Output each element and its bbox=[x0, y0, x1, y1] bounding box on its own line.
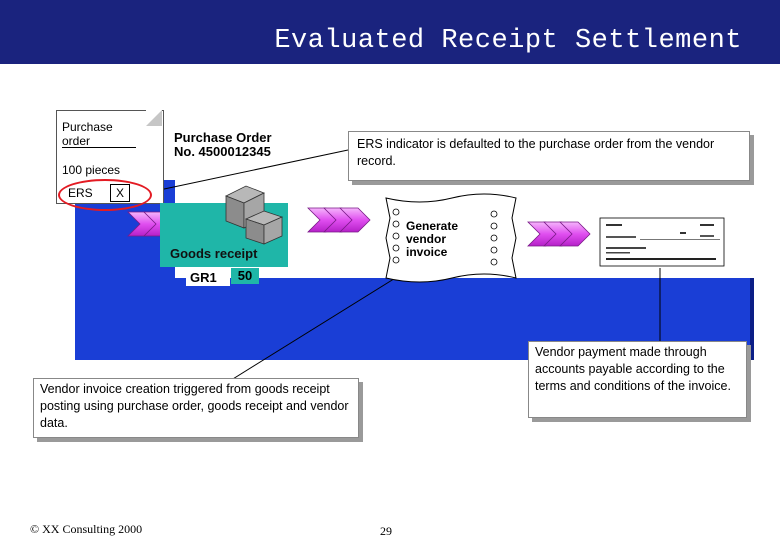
slide-title: Evaluated Receipt Settlement bbox=[274, 26, 742, 56]
generate-invoice-line3: invoice bbox=[406, 245, 448, 259]
callout-line-invoice bbox=[227, 271, 406, 383]
purchase-order-quantity: 100 pieces bbox=[62, 163, 121, 177]
purchase-order-number: Purchase Order No. 4500012345 bbox=[174, 131, 272, 159]
invoice-paper-icon bbox=[385, 193, 517, 283]
copyright-footer: © XX Consulting 2000 bbox=[30, 522, 143, 536]
po-number-line2: No. 4500012345 bbox=[174, 144, 271, 159]
po-number-line1: Purchase Order bbox=[174, 130, 272, 145]
page-number: 29 bbox=[380, 524, 392, 538]
goods-receipt-quantity: 50 bbox=[231, 268, 259, 284]
flow-arrows-3 bbox=[527, 221, 591, 247]
generate-invoice-label: Generate vendor invoice bbox=[406, 220, 458, 259]
purchase-order-label: Purchase order bbox=[62, 120, 113, 148]
purchase-order-underline bbox=[62, 147, 136, 148]
title-bar bbox=[0, 0, 780, 64]
document-fold-corner bbox=[146, 110, 162, 126]
callout-invoice-trigger: Vendor invoice creation triggered from g… bbox=[33, 378, 359, 438]
goods-receipt-doc-id: GR1 bbox=[186, 270, 230, 286]
generate-invoice-line2: vendor bbox=[406, 232, 447, 246]
payment-check-icon bbox=[599, 217, 725, 267]
callout-ers-default: ERS indicator is defaulted to the purcha… bbox=[348, 131, 750, 181]
generate-invoice-line1: Generate bbox=[406, 219, 459, 233]
callout-line-ers bbox=[149, 149, 349, 193]
process-band-shadow bbox=[750, 278, 754, 360]
ers-highlight-ellipse bbox=[58, 179, 152, 211]
goods-receipt-label: Goods receipt bbox=[170, 246, 258, 261]
callout-vendor-payment: Vendor payment made through accounts pay… bbox=[528, 341, 747, 418]
flow-arrows-2 bbox=[307, 207, 371, 233]
